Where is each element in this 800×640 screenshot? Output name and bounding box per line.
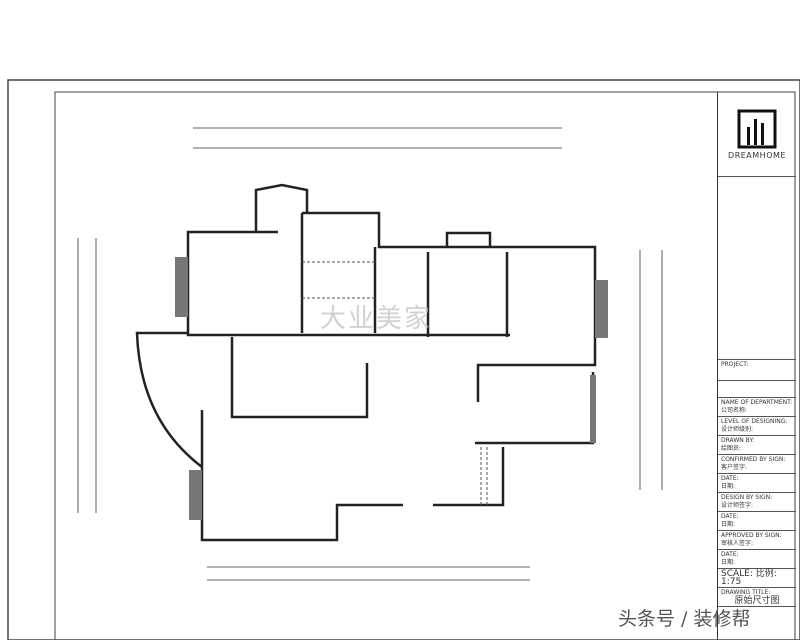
field-label: LEVEL OF DESIGNING: — [721, 418, 788, 425]
sheet-border — [7, 79, 800, 640]
field-value: 公司名称: — [721, 407, 748, 414]
project-label: PROJECT: — [718, 360, 796, 381]
scale-label: SCALE: 比例: — [721, 569, 777, 579]
blank-row — [718, 381, 796, 398]
title-field: DESIGN BY SIGN:设计师签字: — [718, 493, 796, 512]
watermark: 大业美家 — [320, 304, 433, 334]
drawing-title: 原始尺寸图 — [734, 596, 780, 606]
brand-name: DREAMHOME — [728, 150, 786, 160]
dashed-lines — [302, 261, 488, 505]
logo: DREAMHOME — [718, 92, 796, 177]
title-field: CONFIRMED BY SIGN:客户签字: — [718, 455, 796, 474]
dreamhome-logo-icon — [737, 109, 777, 148]
field-label: DATE: — [721, 513, 739, 520]
footer-watermark: 头条号 / 装修帮 — [618, 608, 751, 630]
field-value: 绘图员: — [721, 445, 742, 452]
title-field: DATE:日期: — [718, 550, 796, 569]
field-value: 日期: — [721, 483, 736, 490]
title-block: DREAMHOME PROJECT: NAME OF DEPARTMENT:公司… — [717, 92, 796, 640]
title-field: DRAWN BY:绘图员: — [718, 436, 796, 455]
field-value: 设计师签字: — [721, 502, 754, 509]
title-field: DATE:日期: — [718, 474, 796, 493]
field-value: 审核人签字: — [721, 540, 754, 547]
scale-row: SCALE: 比例: 1:75 — [718, 569, 796, 588]
field-label: APPROVED BY SIGN: — [721, 532, 782, 539]
windows — [175, 257, 608, 520]
field-label: DATE: — [721, 475, 739, 482]
field-label: DRAWN BY: — [721, 437, 755, 444]
field-label: CONFIRMED BY SIGN: — [721, 456, 786, 463]
scale-value: 1:75 — [721, 577, 742, 587]
dimension-lines — [77, 127, 663, 581]
title-field: APPROVED BY SIGN:审核人签字: — [718, 531, 796, 550]
notes-area — [718, 177, 796, 360]
field-label: DESIGN BY SIGN: — [721, 494, 773, 501]
title-field: LEVEL OF DESIGNING:设计师级别: — [718, 417, 796, 436]
drawing-title-row: DRAWING TITLE:原始尺寸图 — [718, 588, 796, 607]
field-label: DATE: — [721, 551, 739, 558]
drawing-frame — [54, 91, 796, 640]
title-field: DATE:日期: — [718, 512, 796, 531]
field-value: 客户签字: — [721, 464, 748, 471]
walls — [135, 183, 597, 542]
title-field: NAME OF DEPARTMENT:公司名称: — [718, 398, 796, 417]
field-value: 设计师级别: — [721, 426, 754, 433]
drawing-title-label: DRAWING TITLE: — [721, 589, 771, 596]
field-value: 日期: — [721, 521, 736, 528]
field-label: NAME OF DEPARTMENT: — [721, 399, 793, 406]
field-value: 日期: — [721, 559, 736, 566]
